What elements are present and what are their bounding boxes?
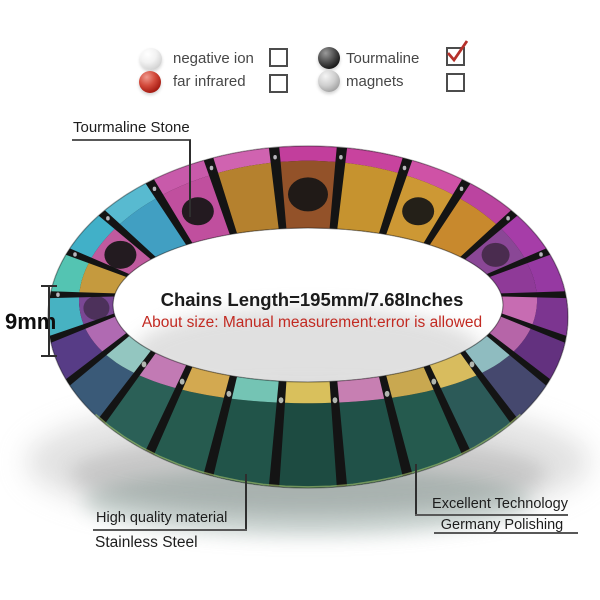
gray-sphere-icon <box>318 70 340 92</box>
material-label-1: High quality material <box>96 510 228 526</box>
technology-underline-2 <box>434 532 578 534</box>
red-sphere-icon <box>139 71 161 93</box>
checkbox-magnets <box>446 73 465 92</box>
tourmaline-stone-label: Tourmaline Stone <box>73 119 190 136</box>
legend-label-tourmaline: Tourmaline <box>346 50 420 67</box>
technology-underline-1 <box>415 514 568 516</box>
technology-callout-line <box>415 464 417 515</box>
size-bracket-line <box>48 286 50 356</box>
white-sphere-icon <box>140 48 162 70</box>
size-bracket-top-cap <box>41 285 57 287</box>
tourmaline-callout-underline <box>72 139 191 141</box>
technology-label-1: Excellent Technology <box>432 496 568 512</box>
bracelet-links <box>47 145 569 489</box>
size-bracket-bottom-cap <box>41 355 57 357</box>
checkbox-far-infrared <box>269 74 288 93</box>
legend-label-magnets: magnets <box>346 73 404 90</box>
check-icon <box>446 40 469 63</box>
legend-label-negative-ion: negative ion <box>173 50 254 67</box>
tourmaline-callout-line <box>189 140 191 217</box>
bracelet-reflection <box>83 468 533 536</box>
chain-length-text: Chains Length=195mm/7.68Inches <box>160 289 464 310</box>
checkbox-negative-ion <box>269 48 288 67</box>
legend-label-far-infrared: far infrared <box>173 73 246 90</box>
material-callout-line <box>245 474 247 530</box>
black-sphere-icon <box>318 47 340 69</box>
material-underline <box>93 529 247 531</box>
size-note-line: About size: Manual measurement:error is … <box>141 314 483 331</box>
size-9mm-label: 9mm <box>5 309 57 334</box>
technology-label-2: Germany Polishing <box>440 517 564 533</box>
material-label-2: Stainless Steel <box>95 534 198 551</box>
